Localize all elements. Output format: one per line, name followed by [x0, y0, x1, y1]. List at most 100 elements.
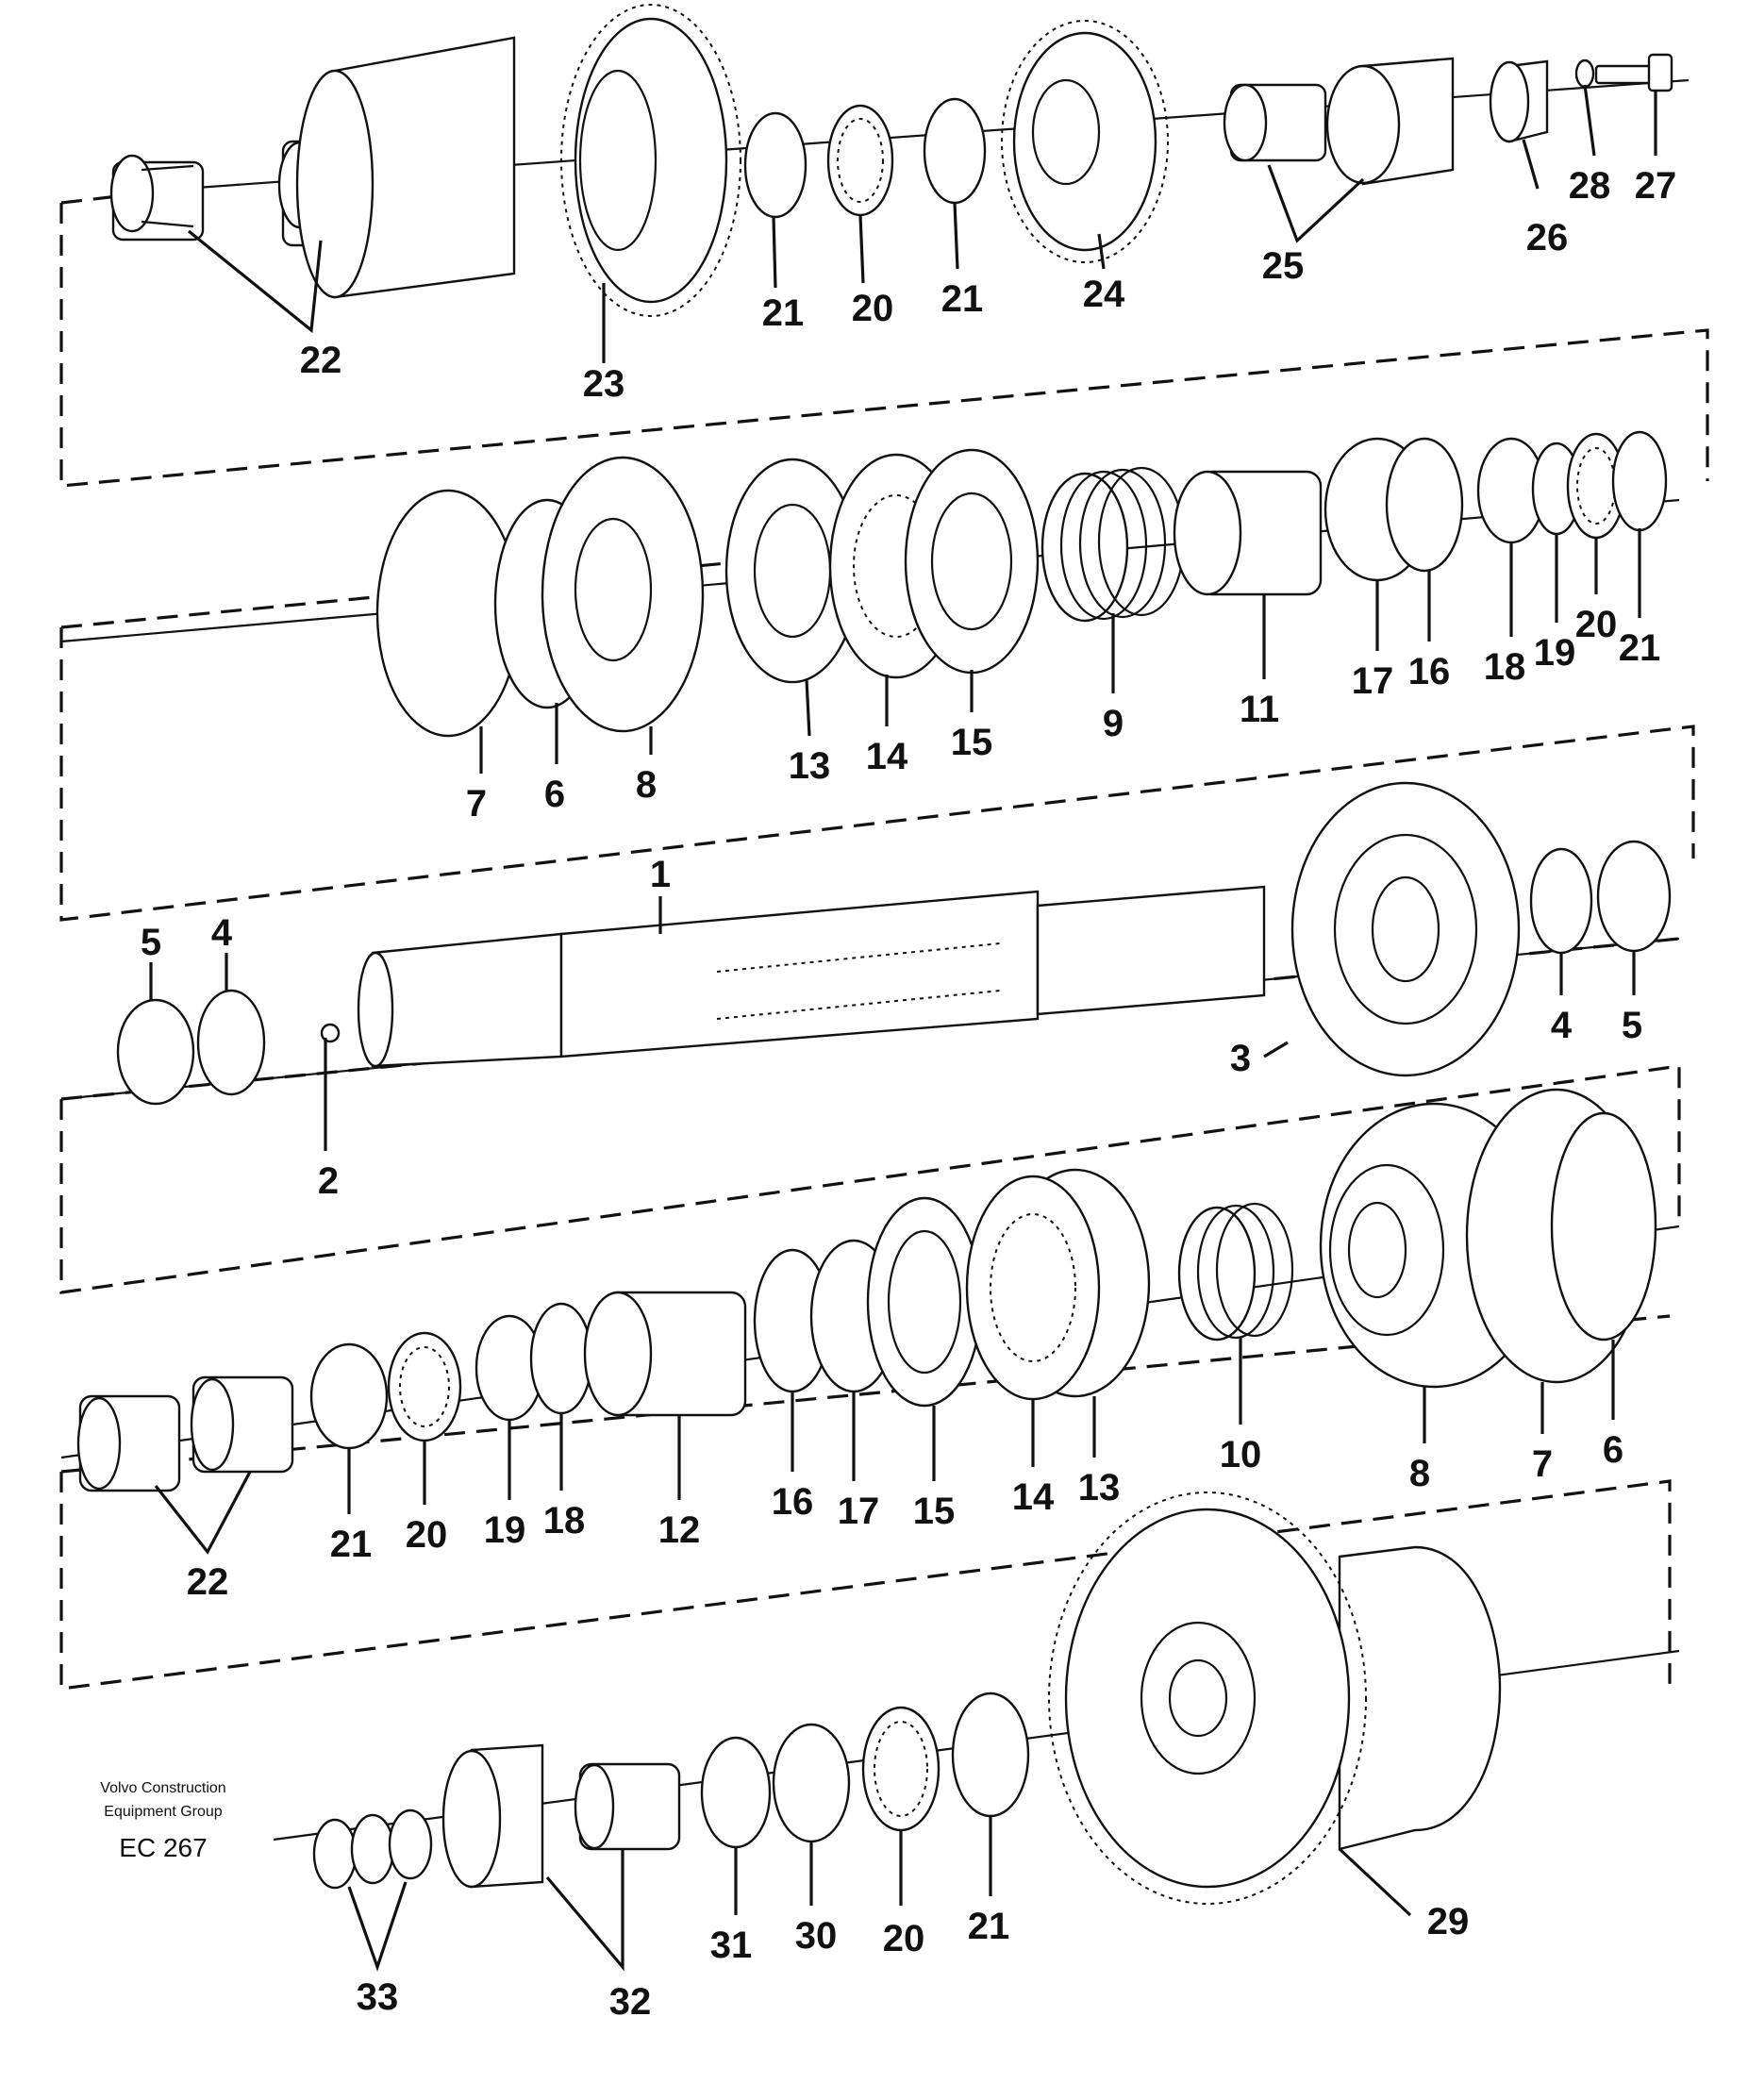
- label-16-a: 16: [1408, 651, 1451, 692]
- ball-2: [320, 1023, 341, 1043]
- label-20-d: 20: [883, 1918, 925, 1959]
- snap-ring-4-a: [196, 989, 266, 1096]
- snap-ring-16-a: [1385, 437, 1464, 573]
- label-30: 30: [795, 1915, 838, 1957]
- label-6-a: 6: [544, 774, 565, 815]
- label-27: 27: [1635, 165, 1677, 207]
- boundary-line-4: [59, 1472, 1672, 1691]
- label-14-a: 14: [866, 736, 908, 777]
- washer-30: [772, 1723, 851, 1843]
- label-23: 23: [583, 363, 625, 405]
- washer-21-e: [951, 1692, 1030, 1818]
- bearing-22-left-b: [190, 1375, 294, 1474]
- label-13-b: 13: [1078, 1467, 1121, 1508]
- label-16-b: 16: [772, 1481, 814, 1523]
- boundary-line-1: [59, 203, 1709, 488]
- label-26: 26: [1526, 217, 1569, 258]
- label-14-b: 14: [1012, 1476, 1055, 1518]
- label-22-bottom: 22: [187, 1561, 229, 1603]
- label-5-b: 5: [1622, 1005, 1642, 1046]
- label-7-b: 7: [1532, 1443, 1553, 1485]
- label-9: 9: [1103, 703, 1124, 744]
- washer-28: [1574, 58, 1595, 89]
- part-labels: 22 23 21 20 21 24 25 26 28 27 7 6 8 13 1…: [141, 165, 1676, 2023]
- label-21-c: 21: [1619, 627, 1661, 669]
- label-18-a: 18: [1484, 646, 1526, 688]
- label-33: 33: [357, 1976, 399, 2018]
- label-20-b: 20: [1575, 604, 1618, 645]
- pinion-25: [1223, 57, 1455, 186]
- label-31: 31: [710, 1925, 753, 1966]
- label-17-b: 17: [838, 1491, 880, 1532]
- figure-caption: Volvo Construction Equipment Group EC 26…: [100, 1780, 225, 1862]
- caption-org-line-2: Equipment Group: [104, 1804, 223, 1820]
- spring-10: [1177, 1202, 1294, 1342]
- caption-code: EC 267: [119, 1833, 207, 1862]
- snap-ring-4-b: [1529, 847, 1593, 955]
- bearing-22-left-a: [76, 1394, 181, 1492]
- label-21-b: 21: [941, 278, 984, 320]
- label-6-b: 6: [1603, 1429, 1623, 1471]
- label-22-top: 22: [300, 340, 342, 381]
- bearing-32: [441, 1743, 681, 1889]
- caption-org-line-1: Volvo Construction: [100, 1780, 225, 1796]
- label-10: 10: [1220, 1434, 1262, 1475]
- label-8-b: 8: [1409, 1453, 1430, 1494]
- hub-12: [583, 1291, 747, 1417]
- label-17-a: 17: [1352, 660, 1394, 702]
- label-12: 12: [658, 1509, 701, 1551]
- gear-24: [1001, 20, 1169, 263]
- label-13-a: 13: [789, 745, 831, 787]
- gear-29: [1048, 1492, 1502, 1905]
- snap-ring-5-a: [116, 998, 195, 1106]
- washer-18-b: [529, 1302, 593, 1415]
- label-32: 32: [609, 1981, 652, 2023]
- label-21-d: 21: [330, 1524, 373, 1565]
- leader-lines: [149, 84, 1657, 1972]
- label-25: 25: [1262, 245, 1305, 287]
- seal-6-b: [1550, 1111, 1657, 1342]
- label-18-b: 18: [543, 1500, 586, 1542]
- gear-drum-23: [295, 4, 741, 317]
- label-15-a: 15: [951, 722, 993, 763]
- label-4-a: 4: [211, 912, 233, 954]
- ring-33-a: [312, 1818, 358, 1890]
- bolt-27: [1594, 53, 1673, 92]
- washer-21-c: [1611, 430, 1668, 532]
- label-1: 1: [650, 854, 671, 895]
- label-19-a: 19: [1534, 632, 1576, 674]
- label-20-c: 20: [406, 1514, 448, 1556]
- bearing-22-top: [109, 154, 205, 242]
- label-4-b: 4: [1551, 1005, 1573, 1046]
- label-7-a: 7: [466, 783, 487, 825]
- housing-3: [1290, 781, 1521, 1077]
- washer-21-a: [743, 111, 807, 219]
- piston-8-a: [541, 456, 705, 733]
- label-29: 29: [1427, 1901, 1470, 1942]
- washer-21-b: [923, 97, 987, 205]
- washer-21-d: [309, 1342, 389, 1450]
- disc-15-a: [904, 448, 1040, 675]
- label-5-a: 5: [141, 922, 161, 963]
- label-2: 2: [318, 1160, 339, 1202]
- label-11: 11: [1240, 689, 1279, 730]
- ring-33-b: [350, 1813, 395, 1885]
- ring-33-c: [388, 1808, 433, 1880]
- friction-disc-14-b: [965, 1175, 1101, 1401]
- label-20-a: 20: [852, 288, 894, 329]
- label-21-a: 21: [762, 292, 805, 334]
- boundary-line-2: [59, 627, 1695, 922]
- snap-ring-5-b: [1596, 840, 1672, 953]
- label-19-b: 19: [484, 1509, 526, 1551]
- boundary-line-3: [59, 1064, 1681, 1294]
- hub-11: [1173, 470, 1323, 596]
- shaft-1: [357, 885, 1266, 1068]
- label-24: 24: [1083, 274, 1125, 315]
- cover-plate-26: [1489, 59, 1549, 143]
- label-3: 3: [1230, 1038, 1251, 1079]
- ring-31: [700, 1736, 772, 1849]
- label-15-b: 15: [913, 1491, 956, 1532]
- disc-15-b: [866, 1196, 983, 1408]
- label-8-a: 8: [636, 764, 657, 806]
